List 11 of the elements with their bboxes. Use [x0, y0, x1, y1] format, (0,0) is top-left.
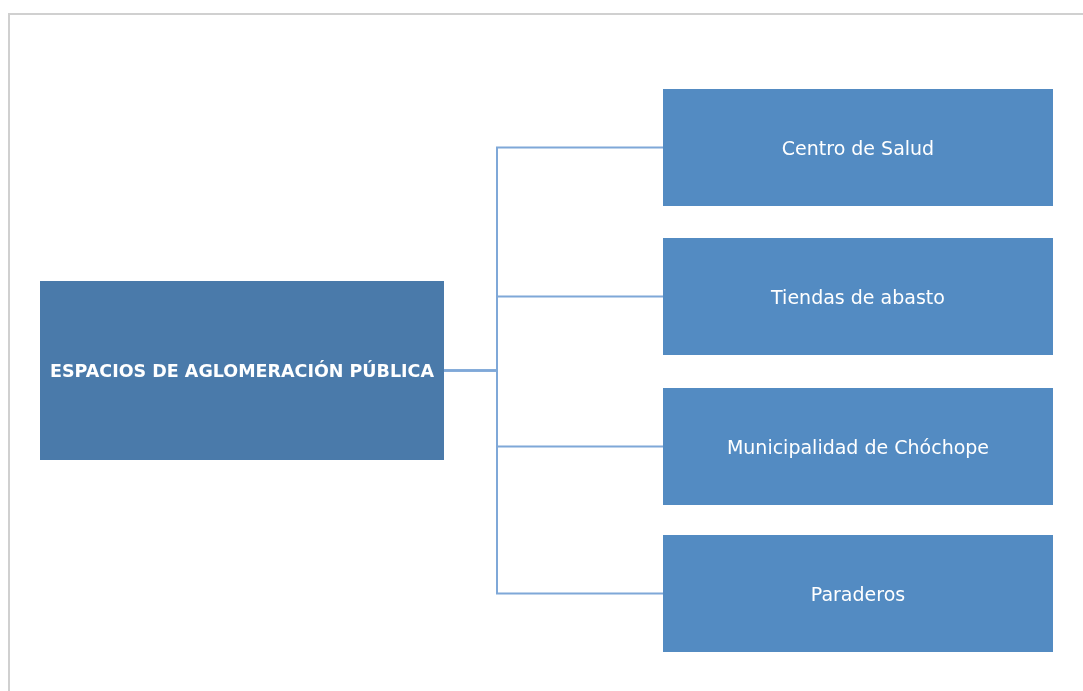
- box-label: Tiendas de abasto: [771, 285, 945, 308]
- box-label: Paraderos: [810, 582, 906, 605]
- category-box: [663, 89, 1053, 206]
- connector-line: [443, 369, 664, 595]
- box-label: Municipalidad de Chóchope: [726, 435, 990, 458]
- root-box: [40, 281, 444, 460]
- category-box: [663, 535, 1053, 652]
- category-box: [663, 238, 1053, 355]
- box-label: ESPACIOS DE AGLOMERACIÓN PÚBLICA: [50, 360, 434, 381]
- category-box: [663, 388, 1053, 505]
- box-label: Centro de Salud: [781, 136, 935, 159]
